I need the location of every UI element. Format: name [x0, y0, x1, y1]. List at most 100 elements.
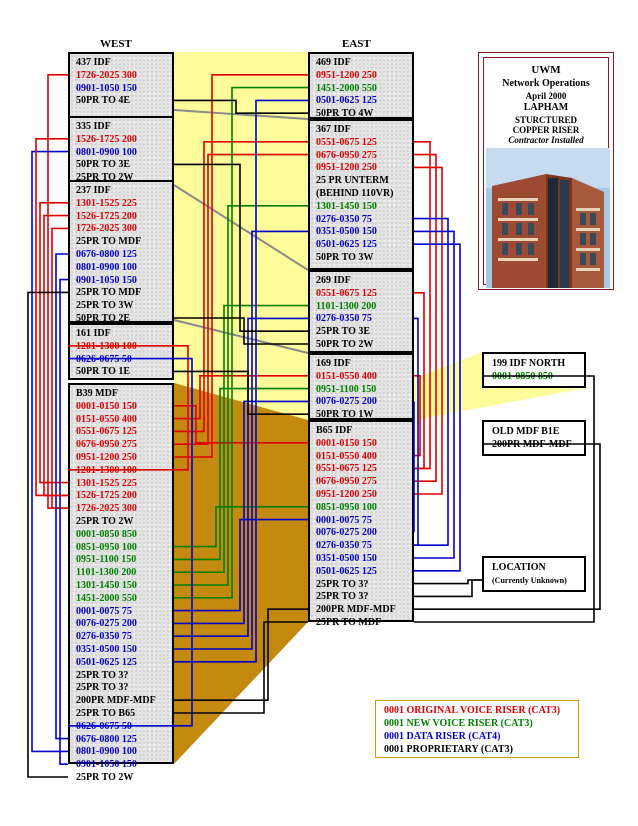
cable-pair-row: 1526-1725 200	[76, 210, 137, 222]
panel-title: B39 MDF	[76, 388, 118, 399]
cable-pair-row: 0501-0625 125	[316, 239, 377, 251]
cable-pair-row: 0076-0275 200	[316, 396, 377, 408]
info-line2: COPPER RISER	[512, 125, 580, 135]
cable-pair-row: 0676-0800 125	[76, 249, 137, 260]
cable-pair-row: 0076-0275 200	[76, 618, 137, 630]
panel-title: 437 IDF	[76, 57, 111, 68]
cable-pair-row: (Currently Unknown)	[492, 576, 567, 585]
cable-pair-row: 0151-0550 400	[316, 450, 377, 462]
panel-title: 169 IDF	[316, 358, 351, 369]
east-header: EAST	[342, 38, 371, 50]
cable-pair-row: 25PR TO 2W	[76, 172, 134, 184]
info-panel: UWM Network Operations April 2000 LAPHAM…	[478, 52, 614, 290]
cable-pair-row: 50PR TO 4E	[76, 95, 131, 107]
west-header: WEST	[100, 38, 132, 50]
cable-pair-row: 200PR MDF-MDF	[76, 695, 156, 707]
panel-title: 237 IDF	[76, 185, 111, 196]
cable-pair-row: 0276-0350 75	[316, 213, 372, 225]
cable-pair-row: 0676-0950 275	[316, 149, 377, 161]
cable-pair-row: 0851-0950 100	[316, 501, 377, 513]
cable-pair-row: 0901-1050 150	[76, 274, 137, 286]
cable-pair-row: 0626-0675 50	[76, 720, 132, 732]
building-photo	[486, 148, 610, 288]
cable-pair-row: 0901-1050 150	[76, 759, 137, 771]
cable-pair-row: 50PR TO 2W	[316, 339, 374, 350]
cable-pair-row: 0676-0800 125	[76, 733, 137, 745]
cable-pair-row: 0276-0350 75	[316, 540, 372, 552]
cable-pair-row: 1101-1300 200	[316, 300, 377, 312]
cable-pair-row: 50PR TO 1W	[316, 409, 374, 421]
cable-pair-row: 1101-1300 200	[76, 567, 137, 579]
cable-pair-row: 0951-1200 250	[316, 69, 377, 81]
cable-pair-row: 0276-0350 75	[316, 313, 372, 325]
cable-pair-row: 1451-2000 550	[76, 592, 137, 604]
cable-pair-row: 0551-0675 125	[316, 463, 377, 475]
cable-pair-row: 200PR MDF-MDF	[316, 604, 396, 616]
cable-pair-row: 0551-0675 125	[316, 136, 377, 148]
legend-new-voice: 0001 NEW VOICE RISER (CAT3)	[384, 718, 533, 729]
cable-pair-row: 1301-1450 150	[316, 200, 377, 212]
cable-pair-row: 25PR TO 3?	[76, 682, 129, 694]
cable-pair-row: 25PR TO 3?	[316, 578, 369, 590]
cable-pair-row: 0551-0675 125	[76, 426, 137, 438]
cable-pair-row: 200PR MDF-MDF	[492, 439, 572, 450]
legend-proprietary: 0001 PROPRIETARY (CAT3)	[384, 744, 513, 755]
legend-original-voice: 0001 ORIGINAL VOICE RISER (CAT3)	[384, 705, 561, 716]
panel-title: 199 IDF NORTH	[492, 358, 566, 369]
cable-pair-row: 50PR TO 2E	[76, 313, 131, 324]
cable-pair-row: 0276-0350 75	[76, 631, 132, 643]
cable-pair-row: 25PR TO MDF	[316, 617, 382, 628]
panel-title: LOCATION	[492, 562, 546, 573]
cable-pair-row: 0501-0625 125	[316, 95, 377, 107]
cable-pair-row: 25PR TO MDF	[76, 236, 142, 248]
panel-title: 469 IDF	[316, 57, 351, 68]
cable-pair-row: 0001-0150 150	[76, 400, 137, 412]
cable-pair-row: 0001-0850 850	[492, 371, 553, 382]
legend: 0001 ORIGINAL VOICE RISER (CAT3) 0001 NE…	[375, 700, 579, 758]
cable-pair-row: 0501-0625 125	[76, 656, 137, 668]
cable-pair-row: 1301-1450 150	[76, 580, 137, 591]
cable-pair-row: (BEHIND 110VR)	[316, 188, 394, 199]
info-title: UWM	[531, 64, 561, 76]
cable-pair-row: 0951-1100 150	[316, 383, 377, 395]
cable-pair-row: 0351-0500 150	[316, 226, 377, 238]
cable-pair-row: 0676-0950 275	[316, 476, 377, 488]
cable-pair-row: 0951-1200 250	[316, 162, 377, 174]
panel-title: 335 IDF	[76, 121, 111, 132]
cable-pair-row: 0801-0900 100	[76, 746, 137, 758]
cable-pair-row: 1201-1300 100	[76, 464, 137, 476]
cable-pair-row: 1526-1725 200	[76, 490, 137, 502]
cable-pair-row: 25PR TO 2W	[76, 516, 134, 527]
cable-pair-row: 0351-0500 150	[316, 553, 377, 564]
cable-pair-row: 25PR TO MDF	[76, 287, 142, 299]
cable-pair-row: 0151-0550 400	[76, 413, 137, 425]
cable-pair-row: 1301-1525 225	[76, 197, 137, 209]
cable-pair-row: 25PR TO 3E	[316, 326, 371, 338]
basement-shading	[174, 383, 308, 764]
cable-pair-row: 50PR TO 1E	[76, 366, 131, 378]
cable-pair-row: 0001-0150 150	[316, 437, 377, 449]
cable-pair-row: 1201-1300 100	[76, 340, 137, 352]
cable-pair-row: 0801-0900 100	[76, 261, 137, 273]
cable-pair-row: 0851-0950 100	[76, 541, 137, 553]
cable-pair-row: 25PR TO 3?	[76, 669, 129, 681]
cable-pair-row: 25PR TO 3?	[316, 591, 369, 603]
cable-pair-row: 1451-2000 550	[316, 82, 377, 94]
cable-pair-row: 0901-1050 150	[76, 82, 137, 94]
info-line1: STURCTURED	[514, 115, 577, 125]
cable-pair-row: 25PR TO 3W	[76, 300, 134, 312]
panel-title: 269 IDF	[316, 275, 351, 286]
panel-title: 161 IDF	[76, 328, 111, 339]
info-date: April 2000	[525, 91, 567, 101]
cable-pair-row: 25 PR UNTERM	[316, 175, 389, 187]
cable-pair-row: 0951-1200 250	[316, 489, 377, 500]
cable-pair-row: 1726-2025 300	[76, 69, 137, 81]
panel-title: B65 IDF	[316, 425, 353, 436]
cable-pair-row: 0151-0550 400	[316, 370, 377, 382]
